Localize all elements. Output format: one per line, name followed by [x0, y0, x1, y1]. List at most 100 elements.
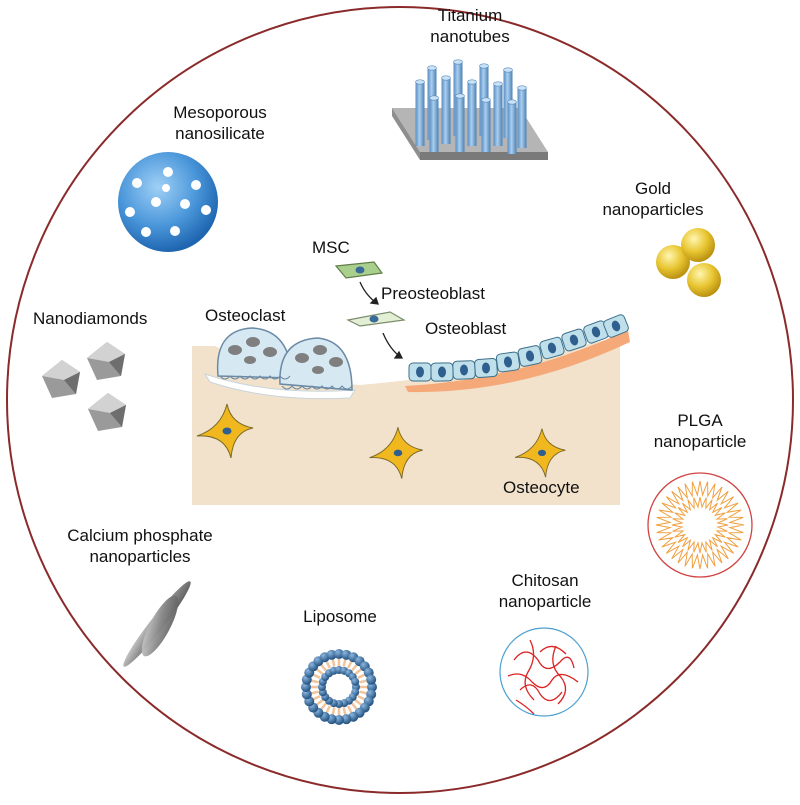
nanotube-top [481, 97, 491, 103]
lipid-head [301, 682, 311, 692]
osteoclast-cells-icon [216, 327, 353, 391]
nanotube [493, 84, 503, 146]
osteoblast-cell [430, 362, 454, 382]
lipid-tail [354, 668, 362, 675]
lipid-tail [331, 707, 336, 715]
titanium-nanotubes-icon [392, 59, 548, 160]
osteoblast-cell [603, 314, 629, 338]
outer-circle [6, 6, 794, 794]
nanotube-top [517, 85, 527, 91]
label-line: Chitosan [511, 571, 579, 590]
lipid-tail [351, 664, 358, 672]
msc-cell-icon [334, 261, 384, 279]
osteoblast-cell [539, 336, 565, 360]
label-osteoclast: Osteoclast [205, 306, 286, 325]
lipid-tail [357, 694, 365, 701]
nanotube-top [429, 95, 439, 101]
osteoblast-cell [408, 362, 432, 382]
nanotube-top [479, 63, 489, 69]
lipid-tail [342, 659, 347, 667]
label-line: nanotubes [430, 27, 510, 46]
osteoblast-cell [452, 360, 476, 380]
lipid-tail [311, 690, 319, 695]
nanotube-top [507, 99, 517, 105]
nanotube-top [441, 75, 451, 81]
lipid-head [334, 715, 344, 725]
lipid-tail [346, 661, 353, 669]
osteoblast-cell [561, 328, 587, 352]
nanotube-top [453, 59, 463, 65]
lipid-tail [320, 702, 327, 710]
label-mesoporous-nanosilicate: Mesoporous nanosilicate [145, 102, 295, 144]
lipid-tail [351, 702, 358, 710]
label-msc: MSC [312, 238, 350, 257]
label-line: nanoparticles [602, 200, 704, 219]
nanotube [481, 100, 491, 152]
osteoblast-layer-icon [405, 314, 630, 393]
lipid-head [367, 682, 377, 692]
gold-nanoparticles-icon [656, 228, 721, 297]
label-line: nanoparticle [653, 432, 747, 451]
label-chitosan-nanoparticle: Chitosan nanoparticle [475, 570, 615, 612]
label-osteoblast: Osteoblast [425, 319, 507, 338]
lipid-head [334, 649, 344, 659]
label-line: nanosilicate [175, 124, 265, 143]
lipid-tail [313, 694, 321, 701]
label-line: Calcium phosphate [67, 526, 213, 545]
label-calcium-phosphate: Calcium phosphate nanoparticles [40, 525, 240, 567]
nanotube [455, 96, 465, 152]
label-nanodiamonds: Nanodiamonds [33, 309, 148, 328]
label-plga-nanoparticle: PLGA nanoparticle [625, 410, 775, 452]
differentiation-arrows [359, 281, 404, 359]
label-titanium-nanotubes: Titanium nanotubes [395, 5, 545, 47]
nanotube [415, 82, 425, 146]
nanotube-top [467, 79, 477, 85]
lipid-head [326, 649, 337, 660]
lipid-tail [325, 705, 332, 713]
label-line: Gold [635, 179, 671, 198]
liposome-icon [301, 649, 377, 725]
lipid-tail [346, 705, 353, 713]
lipid-tail [357, 673, 365, 680]
lipid-tail [316, 699, 324, 706]
chitosan-nanoparticle-icon [499, 627, 589, 717]
preosteoblast-cell-icon [346, 311, 406, 327]
lipid-head [341, 714, 352, 725]
osteocyte-cell [514, 428, 566, 478]
lipid-tail [320, 664, 327, 672]
lipid-head [351, 677, 360, 686]
label-line: Titanium [437, 6, 503, 25]
nanotube [507, 102, 517, 154]
nanotube-top [455, 93, 465, 99]
nanotube-top [493, 81, 503, 87]
plga-nanoparticle-icon [647, 472, 753, 578]
lipid-tail [311, 679, 319, 684]
nanodiamonds-icon [42, 342, 126, 431]
nanotube-top [503, 67, 513, 73]
osteoblast-cell [495, 351, 521, 373]
lipid-tail [359, 690, 367, 695]
nanotube [429, 98, 439, 152]
nanotube [517, 88, 527, 148]
label-line: Mesoporous [173, 103, 267, 122]
lipid-tail [359, 679, 367, 684]
label-liposome: Liposome [303, 607, 377, 626]
nanotube-top [427, 65, 437, 71]
calcium-phosphate-icon [123, 581, 191, 667]
osteocyte-cell [369, 427, 423, 479]
mesoporous-nanosilicate-icon [118, 152, 218, 252]
label-line: nanoparticle [498, 592, 592, 611]
lipid-head [301, 689, 312, 700]
label-line: nanoparticles [89, 547, 191, 566]
lipid-head [366, 674, 377, 685]
osteocyte-cell [196, 403, 254, 459]
label-gold-nanoparticles: Gold nanoparticles [578, 178, 728, 220]
osteoblast-cell [517, 345, 543, 367]
nanotube-top [415, 79, 425, 85]
lipid-tail [316, 668, 324, 675]
nanotube [467, 82, 477, 146]
label-preosteoblast: Preosteoblast [381, 284, 485, 303]
label-line: PLGA [677, 411, 723, 430]
